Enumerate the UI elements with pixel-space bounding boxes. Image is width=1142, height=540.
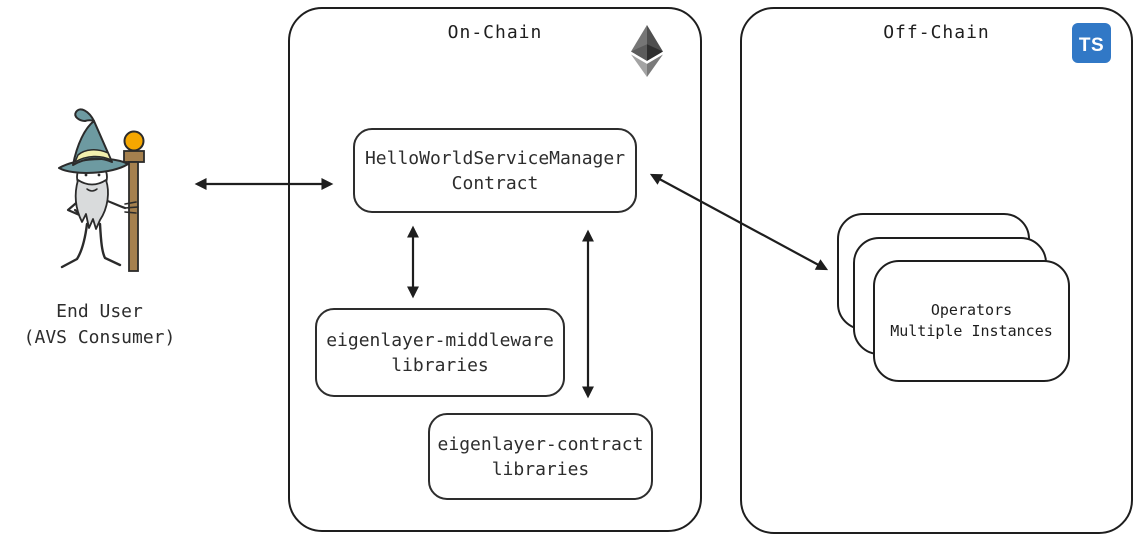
operators-line2: Multiple Instances xyxy=(890,322,1053,340)
end-user-line2: (AVS Consumer) xyxy=(23,327,176,348)
eigenlayer-contract-node: eigenlayer-contract libraries xyxy=(428,413,653,500)
middleware-line2: libraries xyxy=(391,354,489,376)
on-chain-title: On-Chain xyxy=(447,22,543,43)
service-manager-line2: Contract xyxy=(451,172,539,194)
off-chain-container: Off-Chain xyxy=(740,7,1133,534)
typescript-label: TS xyxy=(1078,35,1105,56)
eigenlayer-middleware-node: eigenlayer-middleware libraries xyxy=(315,308,565,397)
middleware-line1: eigenlayer-middleware xyxy=(326,329,554,351)
end-user-line1: End User xyxy=(56,301,143,322)
service-manager-contract-node: HelloWorldServiceManager Contract xyxy=(353,128,637,213)
off-chain-title: Off-Chain xyxy=(883,22,990,43)
end-user-label: End User (AVS Consumer) xyxy=(2,299,197,351)
contract-line1: eigenlayer-contract xyxy=(437,433,644,455)
operators-node: Operators Multiple Instances xyxy=(873,260,1070,382)
typescript-icon: TS xyxy=(1072,23,1111,63)
operators-line1: Operators xyxy=(930,301,1013,319)
service-manager-line1: HelloWorldServiceManager xyxy=(364,147,626,169)
contract-line2: libraries xyxy=(491,458,590,480)
wizard-end-user-icon xyxy=(58,108,145,272)
ethereum-icon xyxy=(631,25,663,77)
